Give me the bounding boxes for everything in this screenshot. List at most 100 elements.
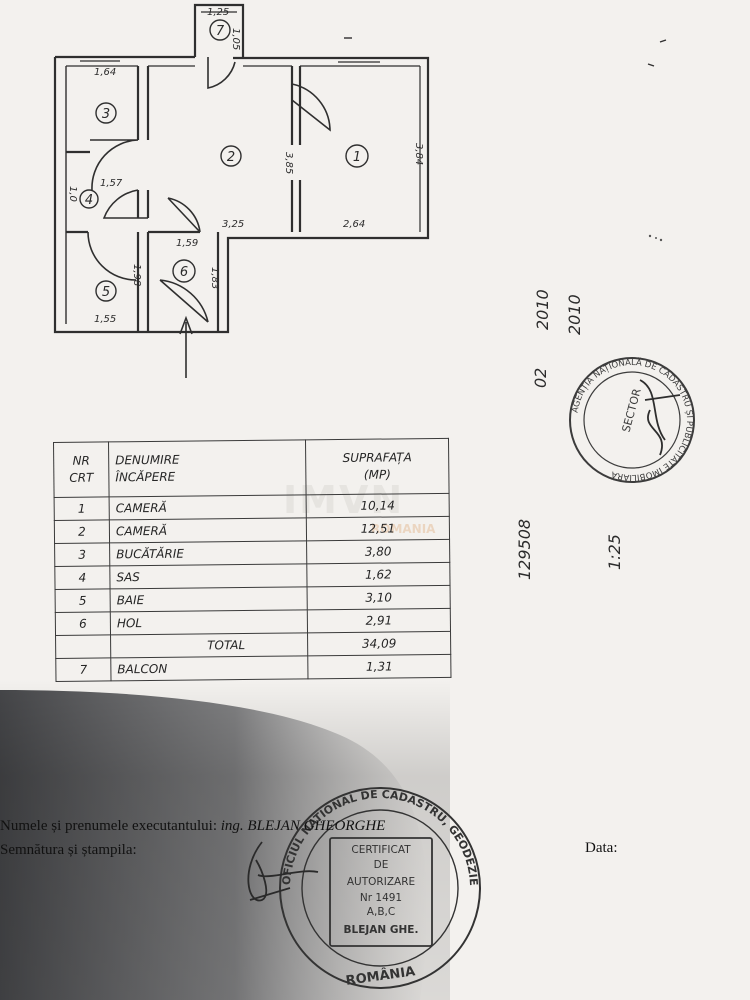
room-number-1: 1 [353,150,361,165]
floor-plan [53,3,667,378]
executor-name: ing. BLEJAN GHEORGHE [220,818,386,834]
room-number-4: 4 [85,193,93,208]
room-number-3: 3 [102,107,110,122]
svg-text:BLEJAN GHE.: BLEJAN GHE. [344,924,419,936]
row-name: BUCĂTĂRIE [109,540,307,566]
row-name: CAMERĂ [109,517,307,543]
row-area: 10,14 [306,493,450,518]
agency-stamp-signature [639,379,681,456]
room-number-6: 6 [180,265,188,280]
row-area: 12,51 [306,516,450,541]
door-sas [102,189,148,219]
plan-mark-3 [647,63,655,67]
dim-sas-depth: 1,0 [67,186,78,202]
table-header-row: NR CRT DENUMIRE ÎNCĂPERE SUPRAFAȚA (MP) [53,438,450,498]
dim-bath-height: 1,98 [131,264,142,286]
window-room1 [338,57,380,63]
svg-text:CERTIFICAT: CERTIFICAT [351,844,411,856]
svg-text:Nr 1491: Nr 1491 [360,892,402,904]
total-area: 34,09 [307,631,451,656]
dim-sas-width: 1,57 [100,178,123,189]
door-room1 [291,83,331,132]
room-number-7: 7 [216,24,225,39]
table-balcony-row: 7 BALCON 1,31 [55,654,451,682]
date-label: Data: [585,840,618,856]
total-nr [55,634,111,659]
room-circle-2 [220,145,242,167]
dim-kitchen-width: 1,64 [94,67,116,78]
room-circle-7 [209,19,231,41]
dim-room2-width: 3,25 [222,219,244,230]
room-circle-4 [79,189,99,209]
room-number-2: 2 [227,150,235,165]
plan-dimensions: 1,25 1,05 1,64 1,57 1,0 3,85 3,25 3,84 2… [67,7,424,325]
window-kitchen [80,56,120,62]
header-area: SUPRAFAȚA (MP) [305,438,450,495]
balcony-name: BALCON [110,655,308,681]
watermark-logo: IMVN [283,478,405,522]
row-area: 3,10 [307,585,451,610]
row-nr: 6 [55,611,111,636]
row-area: 1,62 [306,562,451,587]
date-year-1: 2010 [533,289,552,330]
dim-bath-width: 1,55 [94,314,116,325]
dim-room1-width: 2,64 [343,219,365,230]
row-nr: 5 [55,588,111,613]
row-nr: 1 [54,496,110,521]
wall-bath-right [136,232,150,332]
room-numbers: 7 3 2 1 4 5 6 [85,24,361,300]
room-circle-5 [95,280,117,302]
door-kitchen [90,139,139,191]
door-bath [87,231,137,281]
row-name: SAS [109,563,308,589]
wall-kitchen-room2 [136,66,150,140]
door-balcony [207,57,236,89]
header-name: DENUMIRE ÎNCĂPERE [108,439,307,497]
signature-label: Semnătura și ștampila: [0,842,137,858]
total-label: TOTAL [110,632,308,658]
file-number: 129508 [515,519,534,580]
balcony-area: 1,31 [307,654,451,679]
agency-stamp [569,357,695,483]
door-room2 [167,197,201,233]
executor-label: Numele și prenumele executantului: [0,818,218,834]
row-nr: 2 [54,519,110,544]
entrance-arrow [179,315,193,378]
wall-room1-room2 [290,66,302,232]
dim-balcony-width: 1,25 [207,7,229,18]
executor-signature [247,841,319,902]
room-area-table: NR CRT DENUMIRE ÎNCĂPERE SUPRAFAȚA (MP) … [53,438,451,682]
date-year-2: 2010 [565,294,584,335]
balcony-outline [193,3,245,57]
row-name: BAIE [110,586,308,612]
watermark-country: ROMANIA [371,522,436,536]
dim-hall-width: 1,59 [176,238,198,249]
wall-sas-right [136,190,150,218]
row-nr: 4 [54,565,111,590]
room-number-5: 5 [102,285,110,300]
watermark: IMVN ROMANIA [283,478,473,538]
header-nr: NR CRT [53,441,110,498]
row-nr: 3 [54,542,110,567]
room-number-circles [79,19,369,302]
room-circle-6 [172,259,196,283]
row-name: CAMERĂ [109,494,307,520]
side-annotations: 129508 2010 2010 02 1:25 [515,289,624,580]
row-area: 2,91 [307,608,451,633]
dim-hall-height: 1,83 [209,267,220,289]
photo-shadow-soft [0,680,450,1000]
svg-text:A,B,C: A,B,C [367,906,395,918]
executor-line: Numele și prenumele executantului: ing. … [0,818,385,835]
agency-stamp-sector: SECTOR [620,387,644,434]
paper-marks [648,234,663,242]
day-month: 02 [531,368,550,388]
svg-text:DE: DE [374,859,389,871]
row-area: 3,80 [306,539,450,564]
plan-mark-2 [659,39,667,43]
room-circle-1 [345,144,369,168]
certificate-stamp [279,787,481,989]
svg-text:AUTORIZARE: AUTORIZARE [347,876,415,888]
row-name: HOL [110,609,308,635]
dim-room1-height: 3,84 [413,143,424,165]
